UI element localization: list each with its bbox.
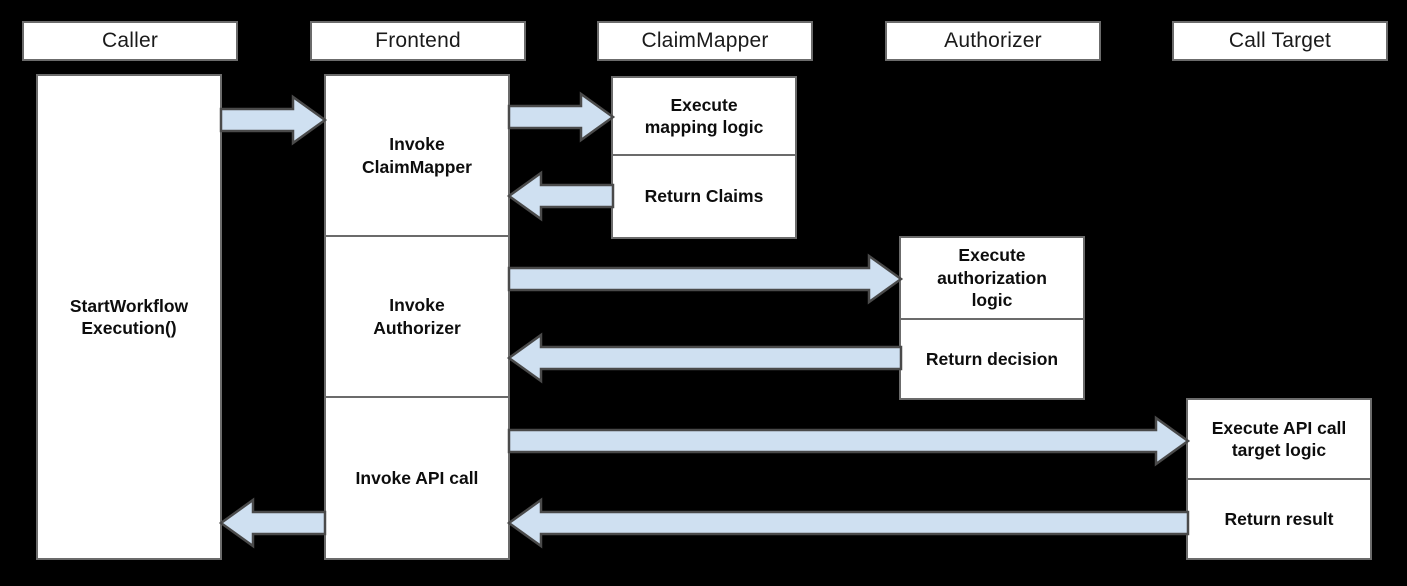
message-arrow-frontend-to-claimmapper bbox=[507, 91, 616, 143]
lifeline-header-calltarget-label: Call Target bbox=[1228, 29, 1332, 52]
activation-calltarget-return-label: Return result bbox=[1224, 508, 1334, 529]
message-arrow-caller-to-frontend bbox=[219, 94, 328, 146]
message-arrow-frontend-to-authorizer bbox=[507, 253, 904, 305]
activation-authorizer-return[interactable]: Return decision bbox=[899, 319, 1085, 400]
activation-authorizer-execute-label: Execute authorization logic bbox=[937, 245, 1047, 311]
activation-frontend-invoke-claimmapper[interactable]: Invoke ClaimMapper bbox=[324, 74, 510, 237]
lifeline-header-authorizer-label: Authorizer bbox=[944, 29, 1042, 52]
activation-caller-startworkflow-label: StartWorkflow Execution() bbox=[69, 295, 189, 338]
lifeline-header-calltarget[interactable]: Call Target bbox=[1172, 21, 1388, 61]
activation-frontend-invoke-apicall[interactable]: Invoke API call bbox=[324, 397, 510, 560]
activation-claimmapper-return-label: Return Claims bbox=[644, 186, 764, 207]
activation-frontend-invoke-claimmapper-label: Invoke ClaimMapper bbox=[362, 134, 472, 177]
lifeline-header-claimmapper[interactable]: ClaimMapper bbox=[597, 21, 813, 61]
activation-frontend-invoke-apicall-label: Invoke API call bbox=[355, 467, 479, 488]
lifeline-header-caller[interactable]: Caller bbox=[22, 21, 238, 61]
activation-authorizer-return-label: Return decision bbox=[925, 348, 1059, 369]
lifeline-header-claimmapper-label: ClaimMapper bbox=[641, 29, 769, 52]
activation-authorizer-execute[interactable]: Execute authorization logic bbox=[899, 236, 1085, 320]
message-arrow-calltarget-to-frontend bbox=[506, 497, 1190, 549]
message-arrow-claimmapper-to-frontend bbox=[506, 170, 615, 222]
message-arrow-authorizer-to-frontend bbox=[506, 332, 903, 384]
message-arrow-frontend-to-caller bbox=[218, 497, 327, 549]
activation-calltarget-execute[interactable]: Execute API call target logic bbox=[1186, 398, 1372, 480]
activation-claimmapper-execute-label: Execute mapping logic bbox=[644, 94, 764, 137]
activation-calltarget-return[interactable]: Return result bbox=[1186, 479, 1372, 560]
message-arrow-frontend-to-calltarget bbox=[507, 415, 1191, 467]
lifeline-header-frontend-label: Frontend bbox=[375, 29, 461, 52]
activation-claimmapper-execute[interactable]: Execute mapping logic bbox=[611, 76, 797, 156]
activation-frontend-invoke-authorizer[interactable]: Invoke Authorizer bbox=[324, 236, 510, 398]
activation-frontend-invoke-authorizer-label: Invoke Authorizer bbox=[373, 295, 461, 338]
lifeline-header-frontend[interactable]: Frontend bbox=[310, 21, 526, 61]
activation-claimmapper-return[interactable]: Return Claims bbox=[611, 155, 797, 239]
activation-caller-startworkflow[interactable]: StartWorkflow Execution() bbox=[36, 74, 222, 560]
lifeline-header-authorizer[interactable]: Authorizer bbox=[885, 21, 1101, 61]
lifeline-header-caller-label: Caller bbox=[101, 29, 159, 52]
activation-calltarget-execute-label: Execute API call target logic bbox=[1211, 417, 1347, 460]
